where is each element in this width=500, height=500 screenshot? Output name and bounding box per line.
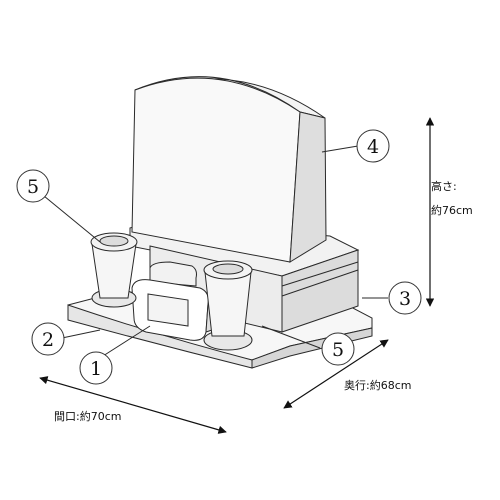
height-label: 高さ: xyxy=(431,179,457,193)
svg-text:5: 5 xyxy=(27,176,39,198)
svg-text:1: 1 xyxy=(90,358,102,380)
width-label: 間口:約70cm xyxy=(54,409,121,423)
callout-3: 3 xyxy=(388,281,422,315)
callout-5-right: 5 xyxy=(321,332,355,366)
svg-text:3: 3 xyxy=(399,288,411,310)
callout-4: 4 xyxy=(356,129,390,163)
width-arrow xyxy=(39,376,227,434)
svg-text:2: 2 xyxy=(42,329,54,351)
flower-vase-right xyxy=(203,260,253,351)
callout-2: 2 xyxy=(31,322,65,356)
depth-arrow xyxy=(283,339,389,409)
svg-text:5: 5 xyxy=(332,339,344,361)
svg-text:4: 4 xyxy=(367,136,379,158)
depth-label: 奥行:約68cm xyxy=(344,378,411,392)
height-value: 約76cm xyxy=(431,203,473,217)
flower-vase-left xyxy=(90,232,138,308)
callout-5-left: 5 xyxy=(16,169,50,203)
upright-stone xyxy=(131,76,327,263)
incense-holder xyxy=(131,261,215,341)
callout-1: 1 xyxy=(79,351,113,385)
